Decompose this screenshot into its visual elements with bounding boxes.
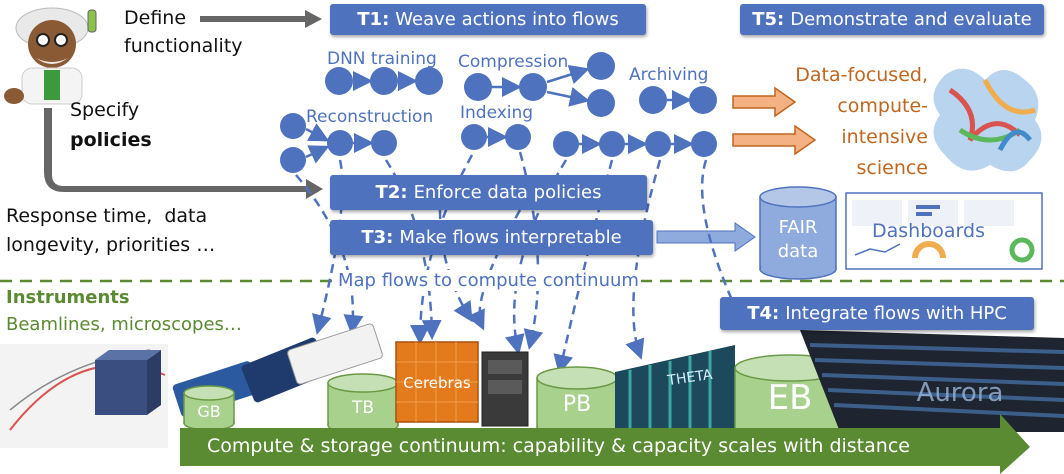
define-arrow xyxy=(200,10,322,28)
protein-structure-image xyxy=(933,68,1042,172)
flow-label-dnn-training: DNN training xyxy=(327,49,437,69)
cerebras-chip xyxy=(395,341,479,423)
dashboards-label: Dashboards xyxy=(872,220,985,242)
beamline-image xyxy=(0,344,168,448)
theta-supercomputer-image xyxy=(615,345,735,432)
task-t3-box: T3:Make flows interpretable xyxy=(330,220,653,255)
science-arrow-bottom xyxy=(732,124,817,156)
map-flows-label: Map flows to compute continuum xyxy=(336,270,641,291)
fair-data-label: FAIR data xyxy=(777,217,819,262)
task-t3-text: Make flows interpretable xyxy=(399,227,622,248)
server-blade-image xyxy=(481,351,529,427)
aurora-label: Aurora xyxy=(916,378,1004,408)
instruments-title: Instruments xyxy=(6,287,130,308)
define-functionality-label: Define functionality xyxy=(124,7,243,57)
policies-label: policies xyxy=(70,129,152,151)
flow-compression xyxy=(464,52,615,117)
dashboards-panel xyxy=(845,192,1043,270)
science-arrow-top xyxy=(732,86,797,118)
fair-arrow xyxy=(656,222,756,252)
task-t1-id: T1: xyxy=(357,9,390,30)
task-t5-id: T5: xyxy=(752,9,785,30)
task-t2-box: T2:Enforce data policies xyxy=(330,175,647,210)
continuum-arrow xyxy=(180,414,1030,474)
scientist-icon xyxy=(4,7,97,105)
task-t1-text: Weave actions into flows xyxy=(395,9,619,30)
task-t4-text: Integrate flows with HPC xyxy=(785,303,1007,324)
task-t5-box: T5:Demonstrate and evaluate xyxy=(740,4,1044,35)
policies-arrow xyxy=(44,108,323,199)
continuum-label: Compute & storage continuum: capability … xyxy=(207,435,910,457)
cerebras-label: Cerebras xyxy=(403,374,471,392)
task-t4-id: T4: xyxy=(747,303,780,324)
fair-data-cylinder xyxy=(759,186,837,280)
tb-label: TB xyxy=(351,398,375,418)
task-t2-id: T2: xyxy=(375,182,408,203)
instruments-subtitle: Beamlines, microscopes… xyxy=(6,314,242,335)
task-t2-text: Enforce data policies xyxy=(413,182,602,203)
gb-label: GB xyxy=(197,402,221,421)
aurora-supercomputer-image xyxy=(800,330,1064,432)
flow-dnn-training xyxy=(325,67,443,95)
task-t3-id: T3: xyxy=(361,227,394,248)
flow-indexing xyxy=(461,124,531,150)
policy-examples-label: Response time, data longevity, prioritie… xyxy=(6,205,216,256)
pb-label: PB xyxy=(562,392,592,417)
flow-label-reconstruction: Reconstruction xyxy=(306,107,434,127)
eb-label: EB xyxy=(767,378,813,418)
flow-label-indexing: Indexing xyxy=(460,103,534,123)
flow-label-archiving: Archiving xyxy=(629,65,709,85)
specify-label: Specify xyxy=(70,99,140,121)
science-label: Data-focused, compute- intensive science xyxy=(795,64,928,179)
flow-label-compression: Compression xyxy=(458,52,569,72)
flow-archiving xyxy=(639,86,717,114)
task-t1-box: T1:Weave actions into flows xyxy=(330,4,646,35)
task-t4-box: T4:Integrate flows with HPC xyxy=(720,297,1034,330)
task-t5-text: Demonstrate and evaluate xyxy=(790,9,1032,30)
gb-cylinder xyxy=(183,385,235,431)
flow-chain xyxy=(553,131,717,157)
flow-reconstruction xyxy=(280,113,397,173)
